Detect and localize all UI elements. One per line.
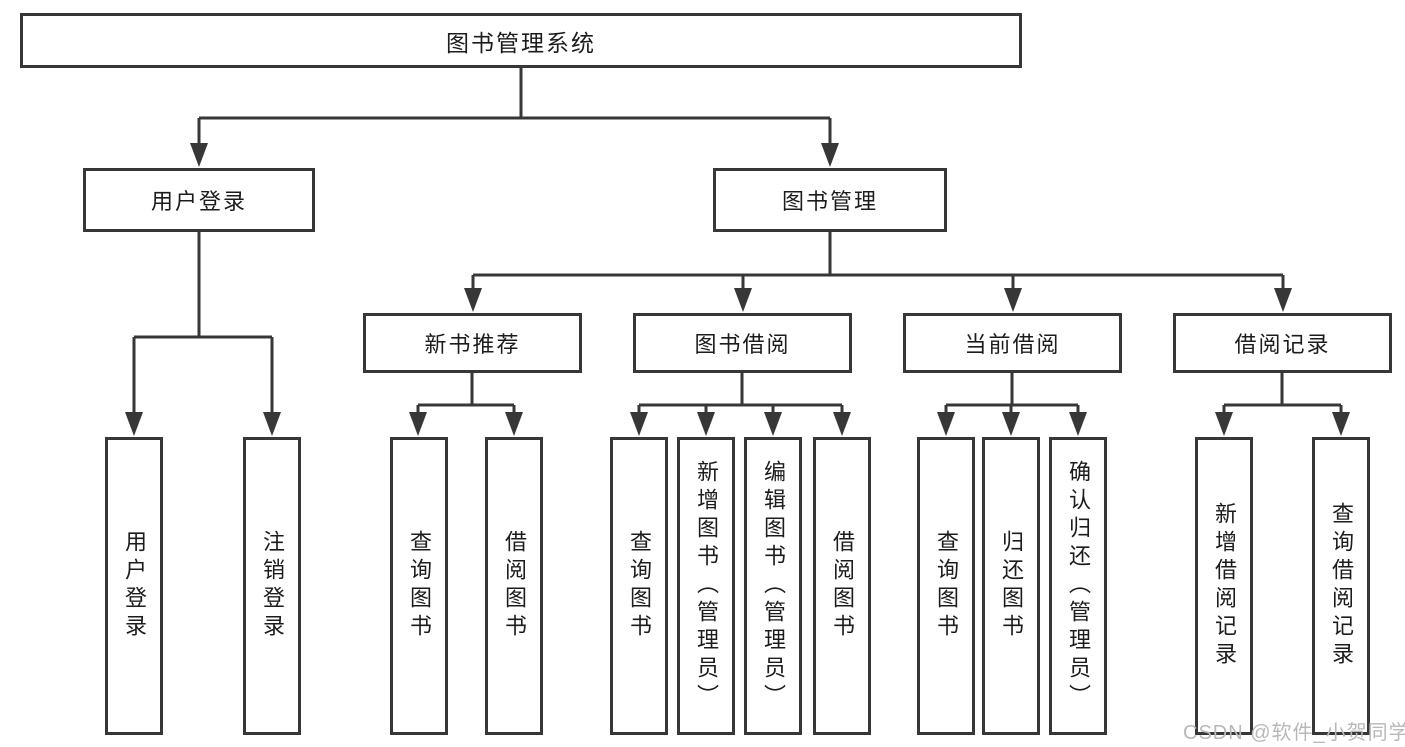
leaf-current-confirm-return-admin: 确认归还（管理员） xyxy=(1049,437,1107,735)
leaf-recommend-borrow-books: 借阅图书 xyxy=(485,437,543,735)
node-book-management: 图书管理 xyxy=(713,168,947,232)
node-new-book-recommendation: 新书推荐 xyxy=(363,313,582,373)
node-user-login: 用户登录 xyxy=(83,168,315,232)
leaf-records-query-borrow-record: 查询借阅记录 xyxy=(1312,437,1370,735)
node-book-borrowing: 图书借阅 xyxy=(633,313,852,373)
leaf-current-return-books: 归还图书 xyxy=(982,437,1040,735)
node-root-system: 图书管理系统 xyxy=(20,13,1022,68)
leaf-user-login: 用户登录 xyxy=(105,437,163,735)
leaf-borrowing-borrow-books: 借阅图书 xyxy=(813,437,871,735)
leaf-records-add-borrow-record: 新增借阅记录 xyxy=(1195,437,1253,735)
leaf-borrowing-edit-books-admin: 编辑图书（管理员） xyxy=(744,437,802,735)
leaf-borrowing-add-books-admin: 新增图书（管理员） xyxy=(677,437,735,735)
csdn-watermark: CSDN @软件_小贺同学 xyxy=(1183,722,1405,744)
leaf-current-query-books: 查询图书 xyxy=(917,437,975,735)
leaf-logout: 注销登录 xyxy=(243,437,301,735)
leaf-recommend-query-books: 查询图书 xyxy=(390,437,448,735)
node-borrowing-records: 借阅记录 xyxy=(1173,313,1392,373)
node-current-borrowing: 当前借阅 xyxy=(903,313,1122,373)
leaf-borrowing-query-books: 查询图书 xyxy=(610,437,668,735)
